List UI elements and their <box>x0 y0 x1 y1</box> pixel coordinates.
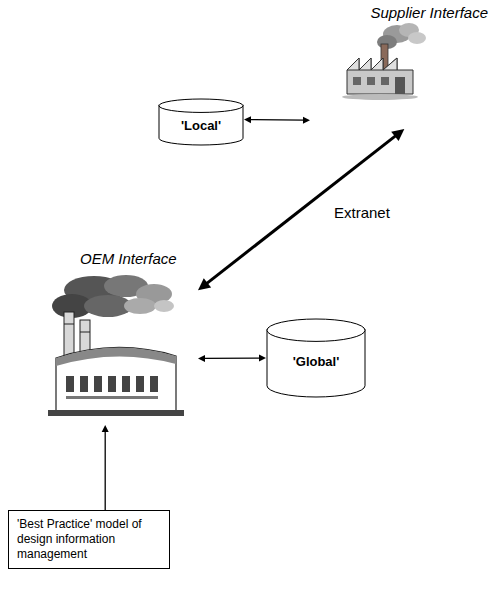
supplier-factory-icon <box>335 22 430 102</box>
arrow-head <box>391 129 404 141</box>
connector-arrow <box>105 431 106 510</box>
connector-arrow <box>206 135 397 284</box>
note-box: 'Best Practice' model of design informat… <box>8 510 170 569</box>
connector-label: Extranet <box>332 204 392 221</box>
arrow-head <box>198 278 211 290</box>
factory-node: Supplier Interface <box>310 4 488 129</box>
database-label: 'Global' <box>293 348 340 369</box>
factory-node: OEM Interface <box>38 250 198 425</box>
interface-heading: Supplier Interface <box>310 4 488 22</box>
arrow-head <box>244 116 251 123</box>
arrow-head <box>198 355 205 362</box>
database-cylinder: 'Local' <box>158 98 244 146</box>
note-text: 'Best Practice' model of design informat… <box>17 517 161 562</box>
connector-arrow <box>250 119 305 121</box>
database-label: 'Local' <box>181 112 221 133</box>
oem-factory-icon <box>36 272 188 424</box>
arrow-head <box>303 117 310 124</box>
arrow-head <box>259 355 266 362</box>
interface-heading: OEM Interface <box>80 250 198 268</box>
arrow-head <box>102 425 109 432</box>
connector-arrow <box>204 357 261 359</box>
database-cylinder: 'Global' <box>266 318 366 398</box>
